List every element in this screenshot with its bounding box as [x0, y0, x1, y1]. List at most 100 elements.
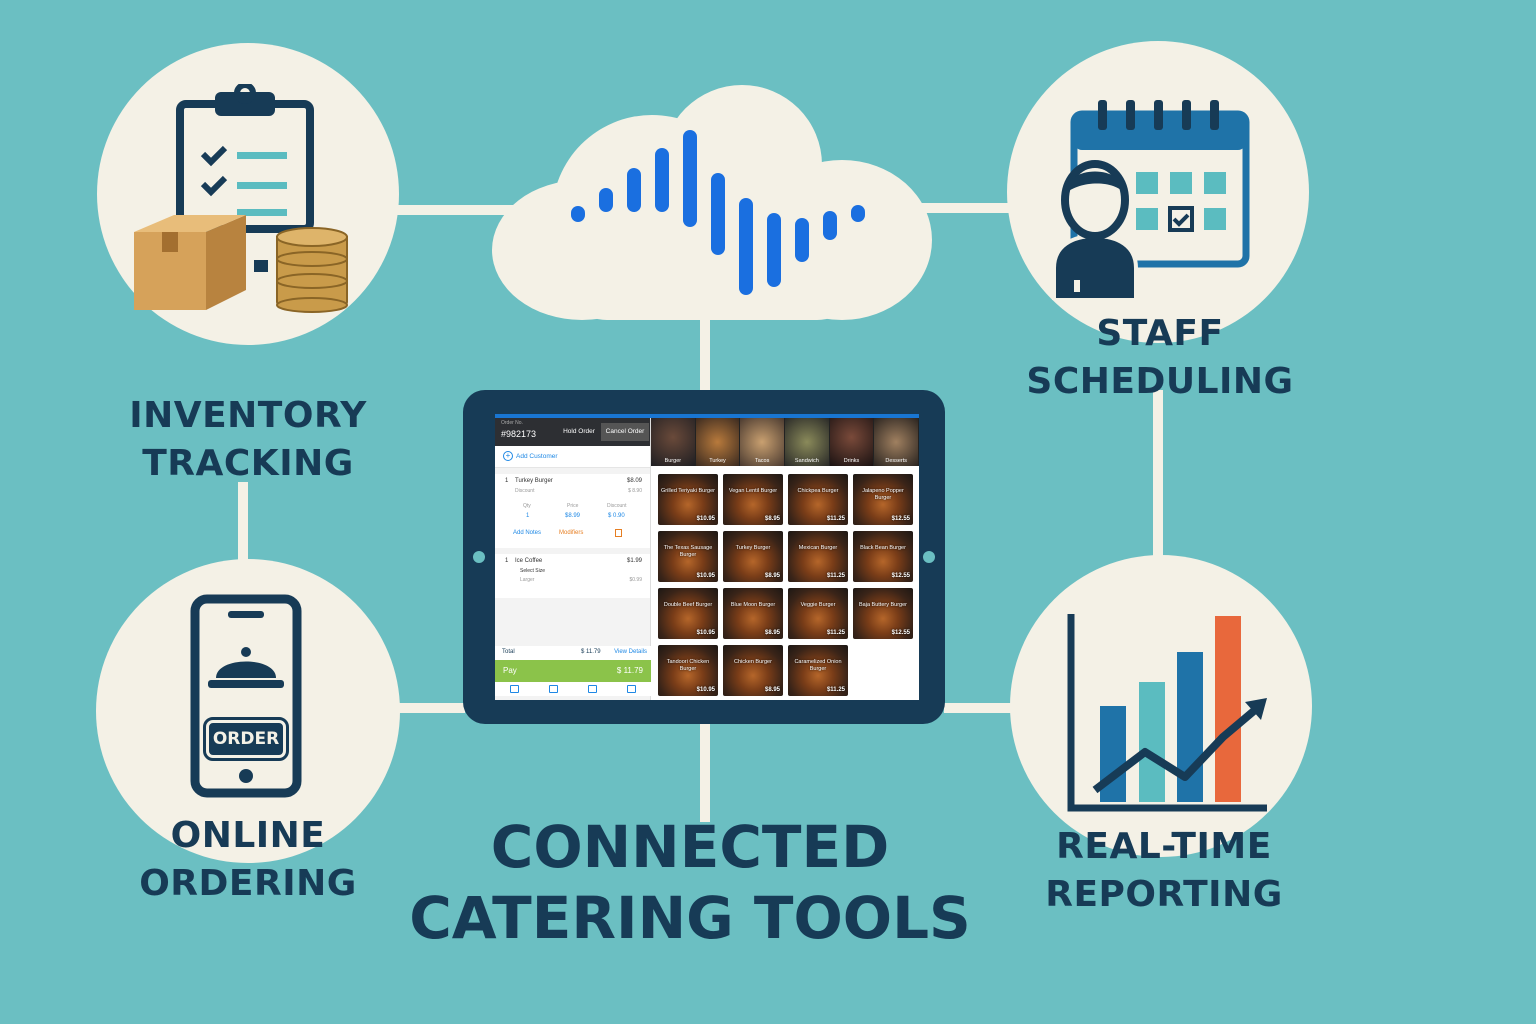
plus-icon: + — [503, 451, 513, 462]
receipt-icon[interactable] — [588, 685, 597, 693]
product-grid: Grilled Teriyaki Burger$10.95 Vegan Lent… — [658, 474, 916, 696]
connector-tablet-bottom — [700, 722, 710, 822]
product-price: $8.95 — [764, 687, 780, 693]
product-tile[interactable]: Chicken Burger $8.95 — [723, 645, 783, 696]
bottom-toolbar — [495, 682, 651, 696]
category-label: Desserts — [885, 458, 908, 464]
product-tile[interactable]: Jalapeno Popper Burger$12.55 — [853, 474, 913, 525]
product-tile[interactable]: Chickpea Burger$11.25 — [788, 474, 848, 525]
product-price: $10.95 — [696, 687, 715, 693]
online-label: ONLINE ORDERING — [110, 812, 386, 907]
product-name: Vegan Lentil Burger — [728, 488, 778, 494]
category-sandwich[interactable]: Sandwich — [785, 418, 830, 466]
product-tile[interactable]: Blue Moon Burger $8.95 — [723, 588, 783, 639]
item-discount: $ 8.90 — [628, 488, 642, 494]
hold-order-button[interactable]: Hold Order — [557, 423, 601, 441]
product-price: $11.25 — [826, 630, 845, 636]
product-price: $12.55 — [891, 630, 910, 636]
product-name: Blue Moon Burger — [730, 602, 776, 608]
pay-amount: $ 11.79 — [616, 666, 643, 675]
category-label: Turkey — [709, 458, 726, 464]
product-price: $12.55 — [891, 573, 910, 579]
pay-button[interactable]: Pay $ 11.79 — [495, 660, 651, 682]
product-name: Baja Buttery Burger — [859, 602, 907, 608]
product-tile[interactable]: Mexican Burger $11.25 — [788, 531, 848, 582]
reporting-label: REAL-TIME REPORTING — [1018, 823, 1310, 918]
bar-chart-icon — [1067, 614, 1267, 812]
order-item-turkey-burger[interactable]: 1 Turkey Burger $8.09 Discount $ 8.90 Qt… — [495, 474, 650, 548]
category-tacos[interactable]: Tacos — [740, 418, 786, 466]
product-price: $10.95 — [696, 573, 715, 579]
product-name: Jalapeno Popper Burger — [862, 488, 904, 501]
product-tile[interactable]: Baja Buttery Burger $12.55 — [853, 588, 913, 639]
category-drinks[interactable]: Drinks — [829, 418, 875, 466]
order-item-ice-coffee[interactable]: 1 Ice Coffee $1.99 Select Size Larger $0… — [495, 554, 650, 598]
staff-label-line1: STAFF — [1096, 313, 1224, 354]
product-tile[interactable]: Caramelized Onion Burger $11.25 — [788, 645, 848, 696]
category-label: Drinks — [843, 458, 860, 464]
item-qty: 1 — [505, 558, 509, 564]
modifiers-link[interactable]: Modifiers — [559, 530, 584, 536]
category-turkey[interactable]: Turkey — [695, 418, 741, 466]
category-label: Tacos — [754, 458, 770, 464]
print-icon[interactable] — [510, 685, 519, 693]
add-notes-link[interactable]: Add Notes — [513, 530, 542, 536]
add-customer-button[interactable]: +Add Customer — [495, 446, 650, 468]
sound-wave-icon — [571, 130, 865, 295]
product-tile[interactable]: Tandoori Chicken Burger$10.95 — [658, 645, 718, 696]
order-button-label: ORDER — [212, 729, 280, 749]
product-tile[interactable]: Vegan Lentil Burger$8.95 — [723, 474, 783, 525]
order-panel: Order No. #982173 Hold Order Cancel Orde… — [495, 418, 651, 700]
product-tile[interactable]: Turkey Burger$8.95 — [723, 531, 783, 582]
phone-icon — [190, 594, 302, 798]
qty-input[interactable]: 1 — [526, 513, 530, 519]
online-label-line2: ORDERING — [139, 862, 357, 904]
order-button[interactable]: ORDER — [203, 717, 289, 761]
page-title-line2: CATERING TOOLS — [409, 883, 971, 952]
coins-icon — [276, 227, 348, 313]
product-price: $11.25 — [826, 687, 845, 693]
option-price: $0.99 — [629, 577, 642, 583]
product-tile[interactable]: Veggie Burger $11.25 — [788, 588, 848, 639]
discount-input[interactable]: $ 0.90 — [608, 513, 625, 519]
tablet-camera-left — [473, 551, 485, 563]
order-no-label: Order No. — [501, 420, 523, 426]
pos-top-bar — [495, 414, 919, 418]
page-title: CONNECTED CATERING TOOLS — [380, 812, 1000, 954]
product-name: Caramelized Onion Burger — [794, 659, 842, 672]
product-name: Chicken Burger — [734, 659, 772, 665]
category-desserts[interactable]: Desserts — [874, 418, 919, 466]
page-title-line1: CONNECTED — [490, 813, 890, 881]
product-tile[interactable]: The Texas Sausage Burger$10.95 — [658, 531, 718, 582]
tablet-camera-right — [923, 551, 935, 563]
item-discount-label: Discount — [515, 488, 535, 494]
product-tile[interactable]: Grilled Teriyaki Burger$10.95 — [658, 474, 718, 525]
order-header: Order No. #982173 Hold Order Cancel Orde… — [495, 418, 650, 446]
product-price: $11.25 — [826, 573, 845, 579]
card-icon[interactable] — [627, 685, 636, 693]
item-name: Ice Coffee — [515, 558, 543, 564]
view-details-link[interactable]: View Details — [614, 649, 647, 655]
product-name: Veggie Burger — [800, 602, 836, 608]
option-label: Select Size — [520, 568, 546, 574]
total-label: Total — [502, 649, 515, 655]
total-row: Total $ 11.79 View Details — [495, 646, 651, 660]
price-input[interactable]: $8.99 — [565, 513, 581, 519]
product-name: Black Bean Burger — [860, 545, 906, 551]
checklist-icon[interactable] — [549, 685, 558, 693]
product-price: $8.95 — [764, 630, 780, 636]
connector-top-left — [390, 205, 520, 215]
staff-label: STAFF SCHEDULING — [1010, 310, 1310, 405]
inventory-label-line1: INVENTORY — [129, 395, 367, 436]
category-burger[interactable]: Burger — [651, 418, 696, 466]
product-tile[interactable]: Black Bean Burger $12.55 — [853, 531, 913, 582]
product-tile[interactable]: Double Beef Burger$10.95 — [658, 588, 718, 639]
pay-label: Pay — [503, 666, 517, 675]
trash-icon[interactable] — [615, 529, 622, 537]
inventory-connector-dot — [254, 260, 268, 272]
connector-right-vertical — [1153, 390, 1163, 560]
cancel-order-button[interactable]: Cancel Order — [601, 423, 649, 441]
inventory-label-line2: TRACKING — [142, 442, 354, 484]
total-value: $ 11.79 — [581, 649, 601, 655]
product-name: Mexican Burger — [798, 545, 838, 551]
